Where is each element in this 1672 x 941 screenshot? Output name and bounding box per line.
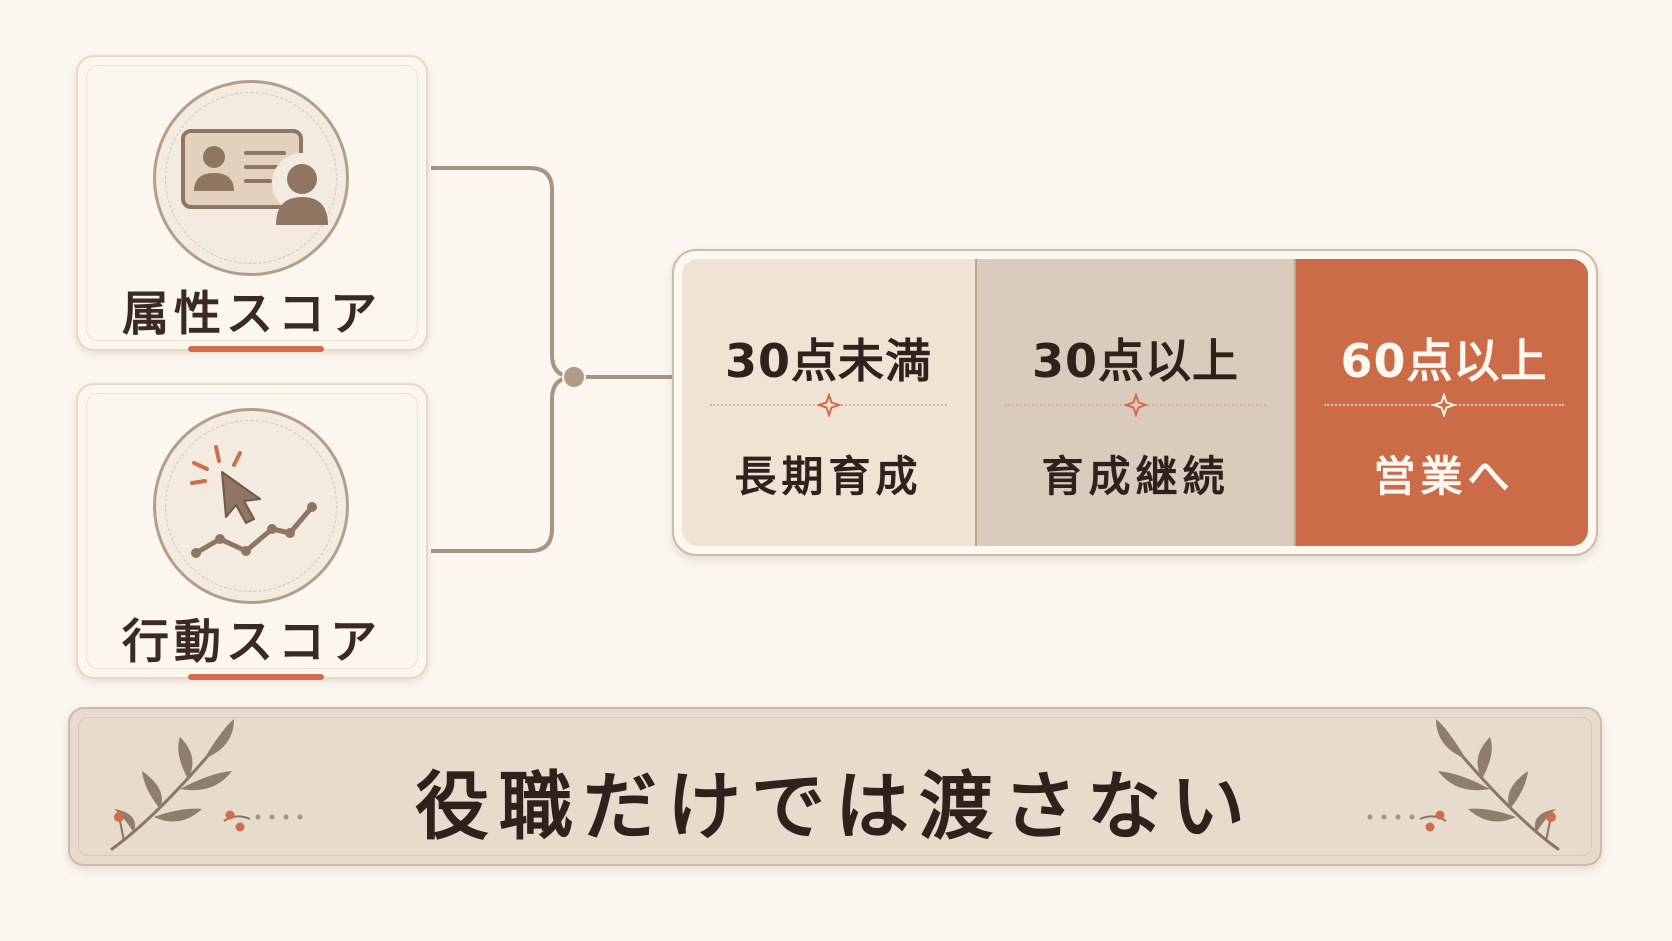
threshold-action: 育成継続 (1041, 452, 1230, 501)
banner-message: 役職だけでは渡さない (415, 764, 1255, 850)
attribute-icon-circle (153, 80, 349, 276)
threshold-under-30: 30点未満 長期育成 (682, 259, 975, 546)
behavior-score-label: 行動スコア (122, 615, 382, 670)
sparkle-icon (816, 393, 841, 417)
threshold-divider (1324, 393, 1564, 417)
threshold-60-plus: 60点以上 営業へ (1296, 259, 1588, 546)
threshold-score: 30点以上 (1031, 334, 1239, 388)
cursor-click-trend-icon (190, 445, 317, 558)
threshold-divider (710, 393, 947, 417)
threshold-divider (1005, 393, 1266, 417)
leaf-sprig-icon (110, 719, 303, 851)
behavior-accent-underline (188, 674, 324, 680)
threshold-score: 60点以上 (1340, 334, 1548, 388)
attribute-accent-underline (188, 346, 324, 352)
threshold-panel: 30点未満 長期育成 30点以上 育成継続 60点以上 (672, 249, 1598, 556)
id-card-person-icon (181, 129, 332, 225)
leaf-sprig-icon (1367, 719, 1560, 851)
threshold-action: 営業へ (1373, 452, 1515, 501)
banner: 役職だけでは渡さない (68, 707, 1602, 866)
sparkle-icon (1123, 393, 1148, 417)
threshold-score: 30点未満 (724, 334, 932, 388)
junction-dot (562, 365, 586, 389)
sparkle-icon (1432, 393, 1456, 417)
behavior-score-card: 行動スコア (76, 383, 428, 680)
attribute-score-label: 属性スコア (122, 287, 382, 342)
behavior-icon-circle (153, 408, 349, 604)
threshold-30-plus: 30点以上 育成継続 (975, 259, 1296, 546)
attribute-score-card: 属性スコア (76, 55, 428, 352)
threshold-action: 長期育成 (734, 452, 923, 501)
